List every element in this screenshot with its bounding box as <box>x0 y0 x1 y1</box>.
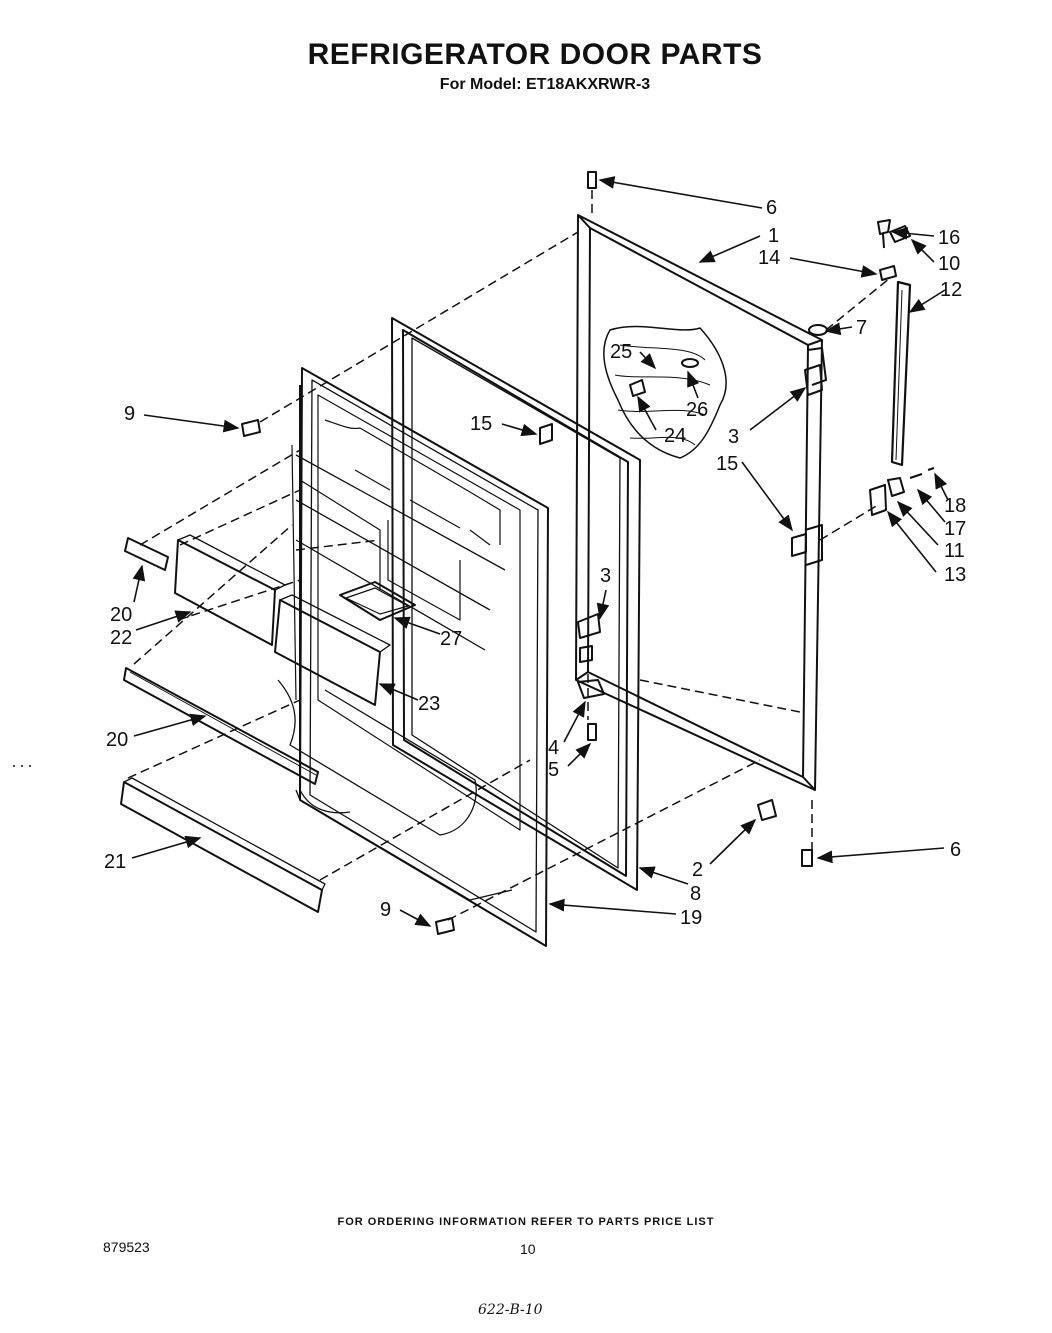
leader-22 <box>135 610 192 631</box>
handwritten-note: 622-B-10 <box>478 1302 543 1318</box>
leader-23 <box>378 683 419 701</box>
callout-20-bottom: 20 <box>106 729 128 751</box>
leader-1 <box>698 235 761 263</box>
callout-8: 8 <box>690 883 701 905</box>
leader-6-top <box>598 176 763 209</box>
leader-9-top <box>143 414 240 433</box>
compartment-door-23 <box>274 599 381 706</box>
page-number: 10 <box>520 1241 536 1257</box>
leader-2 <box>709 818 757 865</box>
leader-20-bottom <box>133 713 207 737</box>
callout-15-left: 15 <box>470 413 492 435</box>
callout-3-mid: 3 <box>600 565 611 587</box>
callout-11: 11 <box>944 540 965 562</box>
callout-23: 23 <box>418 693 440 715</box>
leader-9-bottom <box>399 909 432 927</box>
document-number: 879523 <box>103 1239 150 1255</box>
leader-18 <box>934 472 949 501</box>
leader-12 <box>908 289 946 313</box>
callout-1: 1 <box>768 225 779 247</box>
leader-15-left <box>501 423 538 437</box>
leader-3-right <box>749 387 807 431</box>
leader-14 <box>789 257 878 278</box>
insulation-cutaway <box>603 325 727 459</box>
ordering-note: FOR ORDERING INFORMATION REFER TO PARTS … <box>337 1216 715 1228</box>
shelf-bar-top <box>124 537 169 571</box>
leader-6-bottom <box>816 847 945 864</box>
leader-15-right <box>741 461 793 532</box>
callout-9-bottom: 9 <box>380 899 391 921</box>
model-subtitle: For Model: ET18AKXRWR-3 <box>439 76 651 93</box>
compartment-door-22 <box>174 539 276 646</box>
callout-12: 12 <box>940 279 962 301</box>
callout-7: 7 <box>856 317 867 339</box>
callout-10: 10 <box>938 253 960 275</box>
butter-compartment <box>339 581 416 621</box>
outer-door-panel <box>575 214 827 791</box>
leader-3-mid <box>596 589 610 620</box>
leader-27 <box>393 616 441 635</box>
leader-19 <box>548 898 677 915</box>
callout-24: 24 <box>664 425 686 447</box>
shelf-front-21 <box>120 781 323 913</box>
callout-9-top: 9 <box>124 403 135 425</box>
page-title: REFRIGERATOR DOOR PARTS <box>307 38 763 71</box>
leader-20-top <box>132 564 146 603</box>
leader-11 <box>896 500 939 546</box>
callout-25: 25 <box>610 341 632 363</box>
leader-17 <box>916 488 946 523</box>
callout-4: 4 <box>548 737 559 759</box>
callout-3-right: 3 <box>728 426 739 448</box>
callout-22: 22 <box>110 627 132 649</box>
inner-door-liner <box>277 367 549 947</box>
callout-18: 18 <box>944 495 966 517</box>
callout-27: 27 <box>440 628 462 650</box>
leader-21 <box>131 835 202 859</box>
callout-6-bottom: 6 <box>950 839 961 861</box>
leader-24 <box>637 395 657 431</box>
callout-17: 17 <box>944 518 966 540</box>
callout-14: 14 <box>758 247 780 269</box>
door-stop-arm <box>890 280 912 467</box>
leader-16 <box>891 227 935 240</box>
shelf-bar-bottom <box>123 667 319 785</box>
leader-25 <box>639 351 657 370</box>
callout-26: 26 <box>686 399 708 421</box>
callout-5: 5 <box>548 759 559 781</box>
callout-6-top: 6 <box>766 197 777 219</box>
callout-15-right: 15 <box>716 453 738 475</box>
callout-19: 19 <box>680 907 702 929</box>
callout-16: 16 <box>938 227 960 249</box>
callout-13: 13 <box>944 564 966 586</box>
leader-5 <box>567 742 592 767</box>
leader-10 <box>910 238 935 263</box>
leader-13 <box>887 510 937 573</box>
callout-21: 21 <box>104 851 126 873</box>
leader-7 <box>824 322 853 336</box>
callout-2: 2 <box>692 859 703 881</box>
leader-26 <box>687 370 700 399</box>
leader-8 <box>638 866 689 885</box>
callout-20-top: 20 <box>110 604 132 626</box>
leader-4 <box>563 700 586 743</box>
